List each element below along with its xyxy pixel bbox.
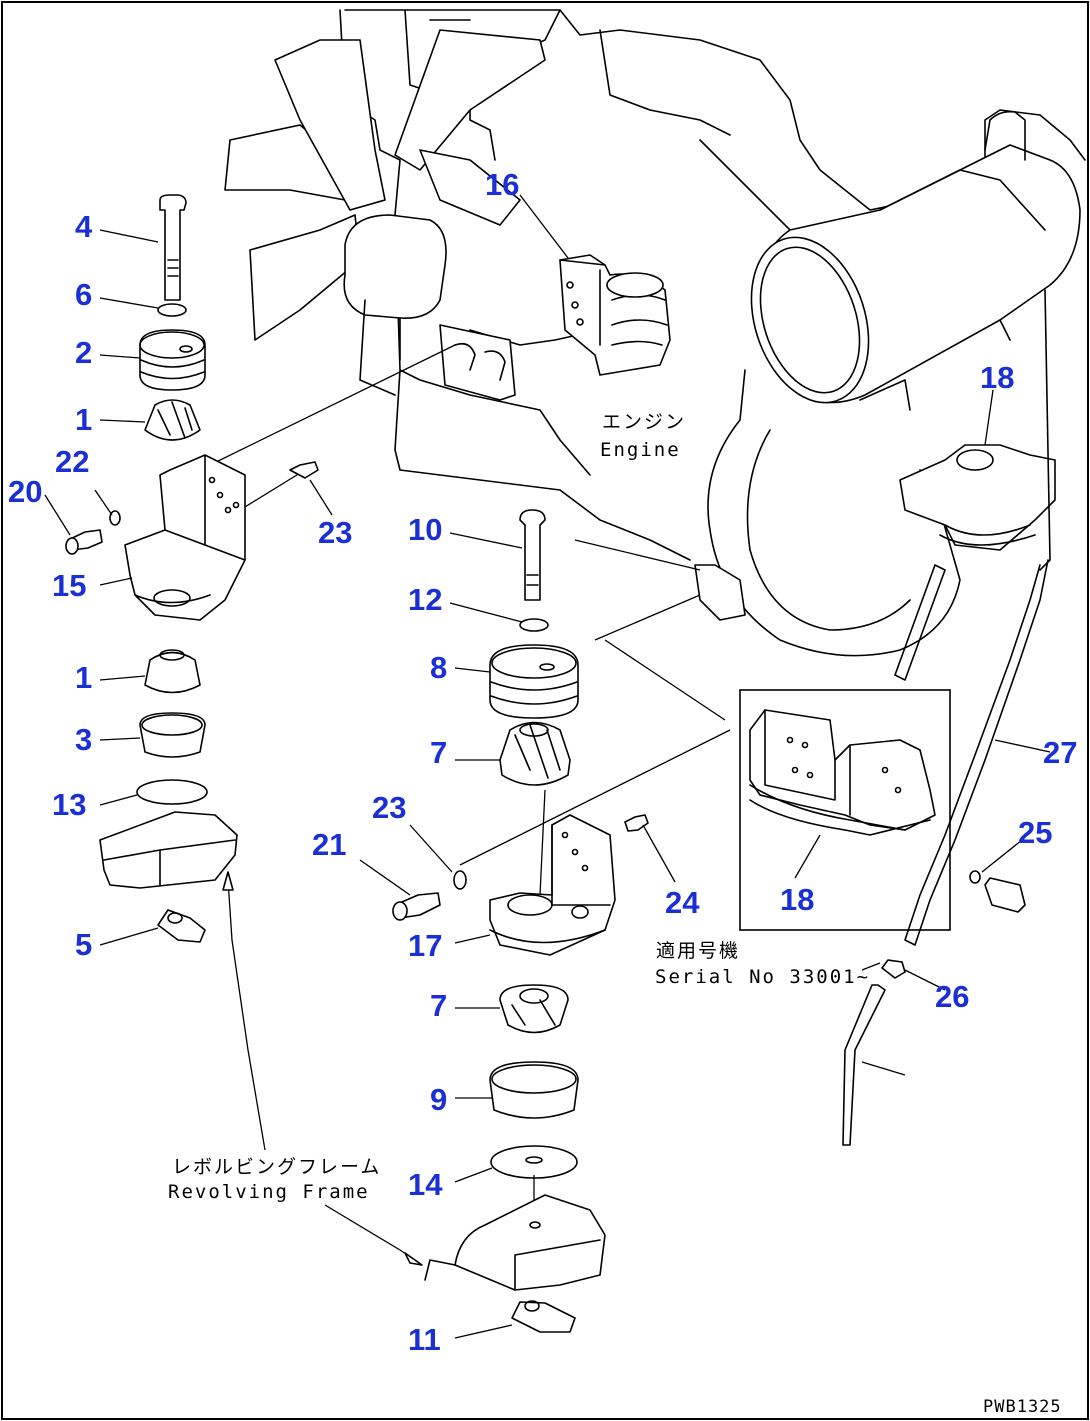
callout-7-upper: 7	[430, 735, 447, 770]
callout-1-lower: 1	[75, 660, 92, 695]
callout-26: 27	[1043, 735, 1077, 770]
right-side-parts	[739, 559, 1049, 1146]
serial-inset-box	[739, 689, 951, 931]
assembly-leader-lines	[209, 344, 731, 896]
callout-9: 9	[430, 1082, 447, 1117]
notes: エンジン Engine レボルビングフレーム Revolving Frame 適…	[168, 411, 1062, 1417]
callout-22: 23	[372, 790, 406, 825]
callout-21: 21	[312, 827, 346, 862]
part-callouts: 4 6 2 1 22 20 15 1 3 13 5 23 16 10 12 8 …	[8, 167, 1077, 1357]
callout-3: 3	[75, 722, 92, 757]
callout-2: 2	[75, 335, 92, 370]
callout-14: 14	[408, 1167, 443, 1202]
front-mount-stack	[65, 194, 319, 1151]
callout-23-rear: 24	[665, 885, 700, 920]
callout-23-front: 23	[318, 515, 352, 550]
engine-label-jp: エンジン	[602, 411, 686, 433]
callout-18-upper: 18	[980, 360, 1014, 395]
callout-12: 12	[408, 582, 442, 617]
callout-10: 10	[408, 512, 442, 547]
callout-7-lower: 7	[430, 988, 447, 1023]
callout-19: 20	[8, 474, 42, 509]
frame-label-en: Revolving Frame	[168, 1181, 370, 1203]
callout-leaders	[44, 194, 1051, 1339]
callout-5: 5	[75, 927, 92, 962]
engine-outline	[224, 9, 1086, 657]
callout-1-upper: 1	[75, 402, 92, 437]
callout-17: 17	[408, 928, 442, 963]
callout-16: 16	[485, 167, 519, 202]
drawing-code: PWB1325	[983, 1397, 1062, 1417]
rear-mount-stack	[324, 509, 649, 1333]
callout-15: 15	[52, 568, 86, 603]
callout-24: 25	[1018, 815, 1052, 850]
callout-11: 11	[408, 1322, 441, 1357]
callout-4: 4	[75, 209, 93, 244]
callout-8: 8	[430, 650, 447, 685]
callout-20: 22	[55, 444, 89, 479]
callout-6: 6	[75, 277, 92, 312]
callout-18-inset: 18	[780, 882, 814, 917]
callout-13: 13	[52, 787, 86, 822]
serial-label-jp: 適用号機	[656, 940, 740, 962]
serial-label-en: Serial No 33001~	[655, 966, 870, 988]
callout-27: 26	[935, 979, 969, 1014]
frame-label-jp: レボルビングフレーム	[172, 1156, 381, 1178]
engine-label-en: Engine	[600, 439, 681, 461]
